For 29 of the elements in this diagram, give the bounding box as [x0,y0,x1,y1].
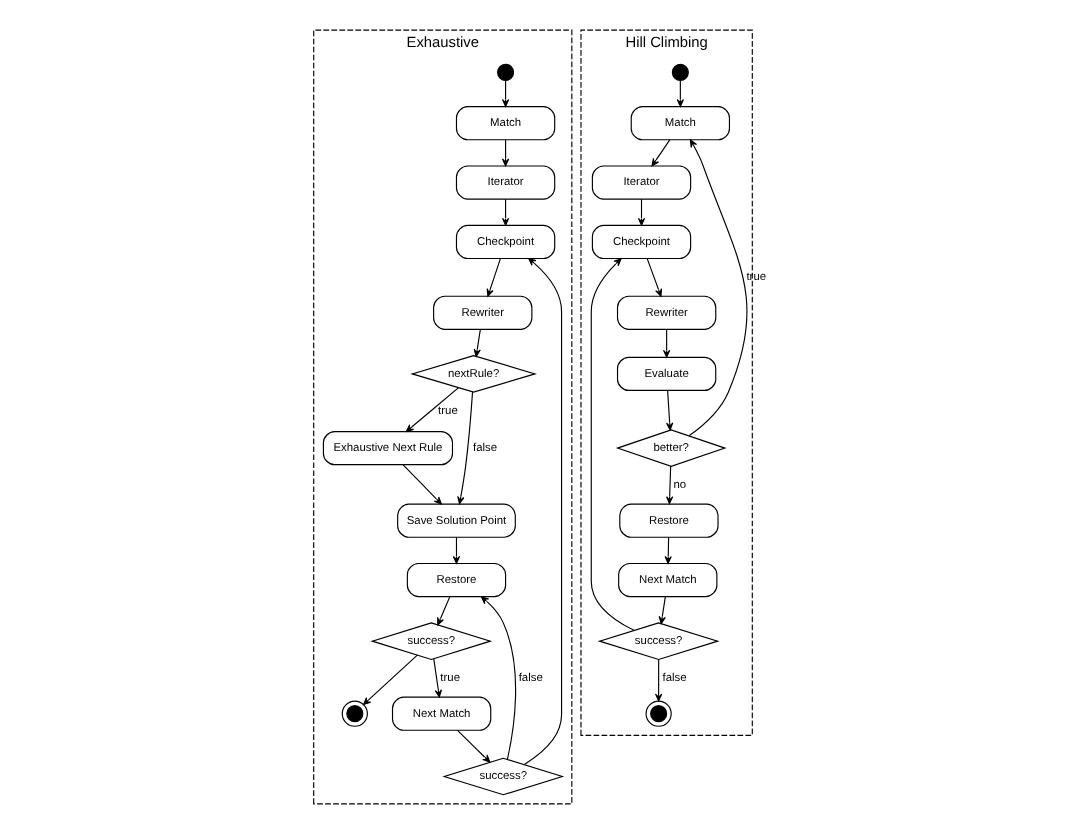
arrow [666,465,674,505]
arrow [402,464,442,505]
node-circle [497,63,515,81]
arrow [655,659,663,702]
arrow [437,596,451,626]
arrow [590,258,635,631]
arrow [501,198,510,226]
arrow [523,257,563,766]
arrow [457,391,474,505]
arrow [637,198,646,226]
arrow [662,328,671,358]
arrow [658,596,666,625]
arrow [651,139,671,167]
arrow [473,328,481,357]
arrow [480,596,517,760]
arrow [688,139,748,437]
arrow [452,536,461,564]
arrow [456,729,491,763]
arrow [664,536,672,564]
arrow [362,654,418,706]
arrow [433,658,442,698]
arrow [501,139,510,167]
node-circle [671,63,689,81]
arrow [646,258,663,297]
arrow [666,390,674,431]
arrow [486,258,501,297]
arrow [501,80,510,107]
arrow [405,387,459,433]
arrow [676,80,684,107]
